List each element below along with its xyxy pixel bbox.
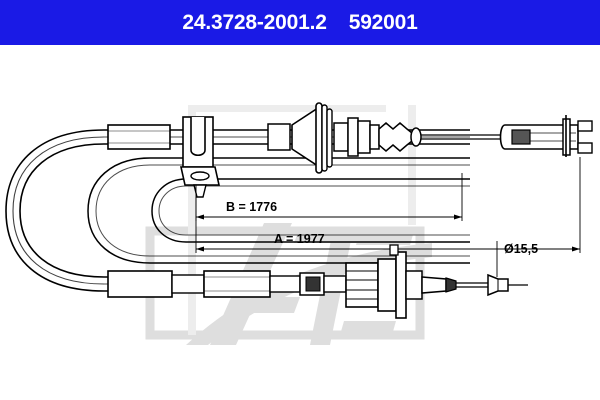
dimension-diameter-label: Ø15,5: [504, 242, 538, 256]
dimension-a-label: A = 1977: [274, 232, 325, 246]
dimension-b: [195, 173, 463, 221]
part-number-label: 24.3728-2001.2: [182, 10, 327, 34]
lower-cable-run: [104, 270, 325, 298]
conical-grommet: [291, 102, 333, 174]
dimension-b-label: B = 1776: [226, 200, 277, 214]
drawing-area: B = 1776 A = 1977: [0, 45, 600, 400]
dimension-a: [195, 157, 581, 253]
reference-number-label: 592001: [348, 10, 418, 34]
ribbed-boot: [333, 117, 422, 157]
threaded-adjuster: [323, 244, 423, 319]
mounting-bracket: [180, 116, 220, 198]
end-nipple: [421, 273, 528, 297]
clevis-end-fitting: [499, 115, 593, 157]
mid-connector-sleeve: [267, 123, 291, 151]
upper-rod: [421, 134, 505, 140]
title-bar: 24.3728-2001.2 592001: [0, 0, 600, 45]
left-u-bend: [5, 129, 187, 292]
technical-drawing-svg: B = 1776 A = 1977: [5, 102, 593, 345]
